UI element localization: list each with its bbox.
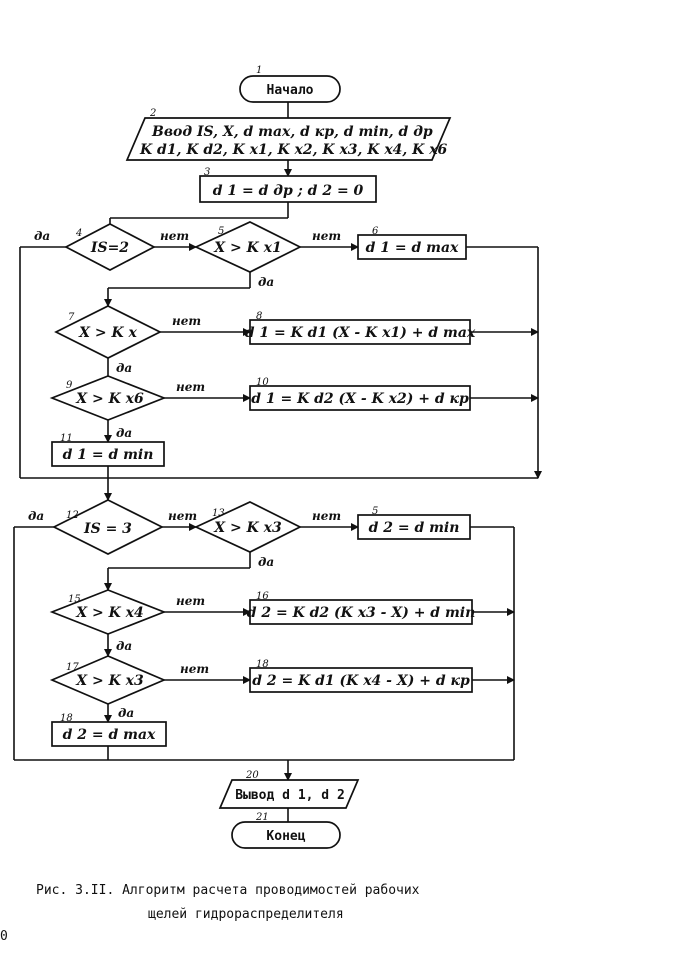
decision-x-kx1: 5 X > K x1 — [193, 221, 302, 273]
block-d2-dmin: 5 d 2 = d min — [357, 506, 471, 540]
block-d2-formula-2: 18 d 2 = K d1 (K x4 - X) + d кр — [249, 659, 473, 693]
branch-labels: да нет нет да нет да нет да да нет нет д… — [28, 229, 341, 720]
block-text: d 2 = d min — [369, 520, 460, 536]
block-number: 5 — [218, 226, 224, 237]
block-number: 5 — [372, 506, 378, 517]
yes-label: да — [116, 639, 132, 653]
block-start: 1 Начало — [239, 65, 341, 103]
block-number: 3 — [204, 167, 210, 178]
block-init: 3 d 1 = d др ; d 2 = 0 — [199, 167, 377, 203]
no-label: нет — [172, 314, 201, 328]
block-d1-dmax: 6 d 1 = d max — [357, 226, 467, 260]
block-end: 21 Конец — [231, 812, 341, 849]
decision-is-3: 12 IS = 3 — [52, 499, 164, 555]
block-number: 18 — [256, 659, 269, 670]
block-text: Вывод d 1, d 2 — [235, 788, 345, 803]
no-label: нет — [176, 380, 205, 394]
yes-label: да — [258, 555, 274, 569]
decision-x-kx3: 13 X > K x3 — [193, 501, 302, 553]
decision-x-kx6: 9 X > K x6 — [49, 375, 167, 421]
yes-label: да — [118, 706, 134, 720]
yes-label: да — [28, 509, 44, 523]
block-text: X > K x — [78, 325, 137, 341]
no-label: нет — [160, 229, 189, 243]
block-text: d 2 = d max — [63, 727, 156, 743]
block-number: 7 — [68, 312, 75, 323]
block-text: Конец — [266, 829, 305, 844]
block-text: d 2 = K d1 (K x4 - X) + d кр — [252, 673, 470, 689]
block-text: X > K x4 — [75, 605, 143, 621]
block-d1-formula-2: 10 d 1 = K d2 (X - K x2) + d кр — [249, 377, 471, 411]
no-label: нет — [312, 229, 341, 243]
block-number: 9 — [66, 380, 73, 391]
decision-x-kx4: 15 X > K x4 — [49, 589, 167, 635]
yes-label: да — [258, 275, 274, 289]
block-d2-dmax: 18 d 2 = d max — [51, 713, 167, 747]
block-text: X > K x1 — [213, 240, 281, 256]
block-input: 2 Ввод IS, X, d max, d кр, d min, d др K… — [125, 108, 452, 161]
block-d2-formula-1: 16 d 2 = K d2 (K x3 - X) + d min — [247, 591, 476, 625]
no-label: нет — [180, 662, 209, 676]
block-number: 8 — [256, 311, 262, 322]
block-number: 10 — [256, 377, 269, 388]
block-text: d 1 = K d1 (X - K x1) + d max — [245, 325, 476, 341]
block-d1-dmin: 11 d 1 = d min — [51, 433, 165, 467]
no-label: нет — [312, 509, 341, 523]
block-number: 16 — [256, 591, 269, 602]
input-line-2: K d1, K d2, K x1, K x2, K x3, K x4, K x6 — [139, 142, 448, 158]
block-number: 21 — [255, 812, 269, 823]
block-text: d 1 = K d2 (X - K x2) + d кр — [251, 391, 469, 407]
block-number: 18 — [60, 713, 73, 724]
yes-label: да — [116, 426, 132, 440]
block-number: 11 — [60, 433, 73, 444]
block-output: 20 Вывод d 1, d 2 — [218, 770, 360, 809]
block-number: 13 — [212, 508, 225, 519]
decision-is-2: 4 IS=2 — [64, 223, 156, 271]
block-number: 2 — [149, 108, 156, 119]
connectors — [13, 102, 542, 822]
block-text: X > K x3 — [75, 673, 144, 689]
block-text: d 1 = d max — [366, 240, 459, 256]
block-number: 1 — [256, 65, 262, 76]
block-text: d 1 = d др ; d 2 = 0 — [213, 183, 364, 199]
block-d1-formula-1: 8 d 1 = K d1 (X - K x1) + d max — [245, 311, 476, 345]
no-label: нет — [168, 509, 197, 523]
block-text: Начало — [267, 83, 314, 98]
block-text: X > K x3 — [213, 520, 282, 536]
block-text: d 1 = d min — [63, 447, 154, 463]
caption-line-1: Рис. 3.II. Алгоритм расчета проводимосте… — [36, 883, 420, 898]
yes-label: да — [116, 361, 132, 375]
block-number: 4 — [75, 228, 82, 239]
block-number: 17 — [66, 662, 79, 673]
yes-label: да — [34, 229, 50, 243]
block-text: d 2 = K d2 (K x3 - X) + d min — [247, 605, 476, 621]
decision-x-kx: 7 X > K x — [54, 305, 162, 359]
block-text: IS=2 — [90, 240, 129, 256]
block-number: 20 — [245, 770, 259, 781]
decision-x-kx3-second: 17 X > K x3 — [49, 655, 167, 705]
caption-line-2: щелей гидрораспределителя — [148, 907, 344, 922]
no-label: нет — [176, 594, 205, 608]
block-number: 12 — [66, 510, 79, 521]
block-number: 6 — [372, 226, 379, 237]
figure-caption: Рис. 3.II. Алгоритм расчета проводимосте… — [0, 883, 420, 944]
margin-mark: 0 — [0, 929, 8, 944]
block-text: X > K x6 — [75, 391, 144, 407]
block-number: 15 — [68, 594, 81, 605]
block-text: IS = 3 — [83, 521, 132, 537]
input-line-1: Ввод IS, X, d max, d кр, d min, d др — [151, 124, 433, 140]
